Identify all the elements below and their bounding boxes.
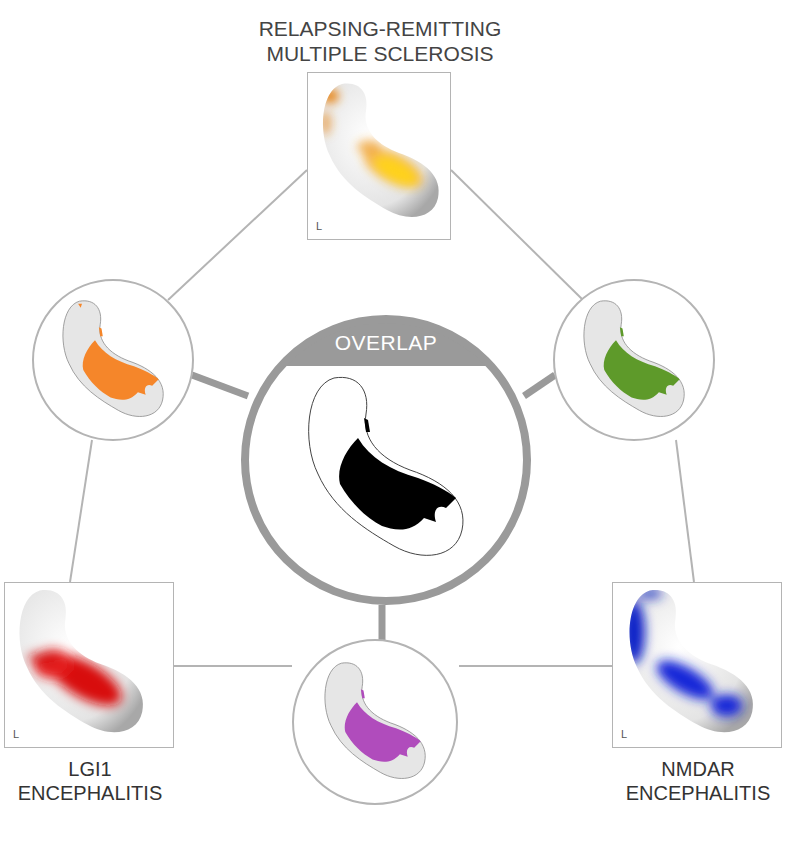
overlap-circle [33,280,193,440]
link-line [459,665,612,667]
lgi1-nmdar-overlap [325,663,425,779]
heat-blob [357,140,381,155]
thick-link [524,375,555,396]
link-line [168,170,307,300]
nmdar-heatmap [623,587,753,732]
overlap-region [604,340,680,400]
heat-blob [623,600,645,664]
thick-link [192,375,248,396]
heat-blob [321,89,339,104]
side-marker: L [316,220,322,233]
link-line [70,440,92,582]
heat-blob [651,653,719,707]
hippocampus-surface [20,590,143,732]
overlap-region [620,327,624,336]
link-line [451,170,583,300]
hippocampus-outline [309,377,463,555]
overlap-circle [554,280,714,440]
three-way-overlap [309,377,463,555]
thick-link [379,605,386,640]
overlap-circle [293,640,457,804]
heat-blob [27,653,59,663]
overlap-region [99,327,103,336]
panel-title: RELAPSING-REMITTING MULTIPLE SCLEROSIS [220,16,540,67]
heatmap-panel: LGI1 ENCEPHALITISL [4,582,174,748]
heat-blob [370,150,422,191]
hippocampus-surface [323,84,439,217]
panel-title: NMDAR ENCEPHALITIS [618,757,778,806]
overlap-region [339,438,456,530]
overlap-region [83,340,159,400]
overlap-region [361,689,365,698]
overlap-circle: OVERLAP [245,319,527,601]
lgi1-heatmap [20,590,143,732]
heatmap-panel: RELAPSING-REMITTING MULTIPLE SCLEROSISL [307,72,451,240]
heat-blob [357,139,429,196]
side-marker: L [621,728,627,741]
panel-ground [4,582,174,748]
rrms-nmdar-overlap [584,301,684,417]
rrms-lgi1-overlap [63,301,163,417]
heat-blob [711,694,743,716]
center-circle-border [245,319,527,601]
overlap-region [345,702,421,762]
heat-blob [320,111,332,135]
overlap-region [78,304,82,308]
panel-ground [307,72,451,240]
panel-ground [612,582,782,748]
hippocampus-surface [630,590,753,732]
hippocampus-outline [325,663,425,779]
heatmap-panel: NMDAR ENCEPHALITISL [612,582,782,748]
hippocampus-outline [63,301,163,417]
hippocampus-outline [584,301,684,417]
link-line [174,665,292,667]
link-line [676,440,694,582]
panel-title: LGI1 ENCEPHALITIS [10,757,170,806]
overlap-header: OVERLAP [245,330,527,356]
side-marker: L [13,728,19,741]
overlap-region [364,418,370,432]
rrms-heatmap [320,84,439,217]
heat-blob [637,587,663,600]
